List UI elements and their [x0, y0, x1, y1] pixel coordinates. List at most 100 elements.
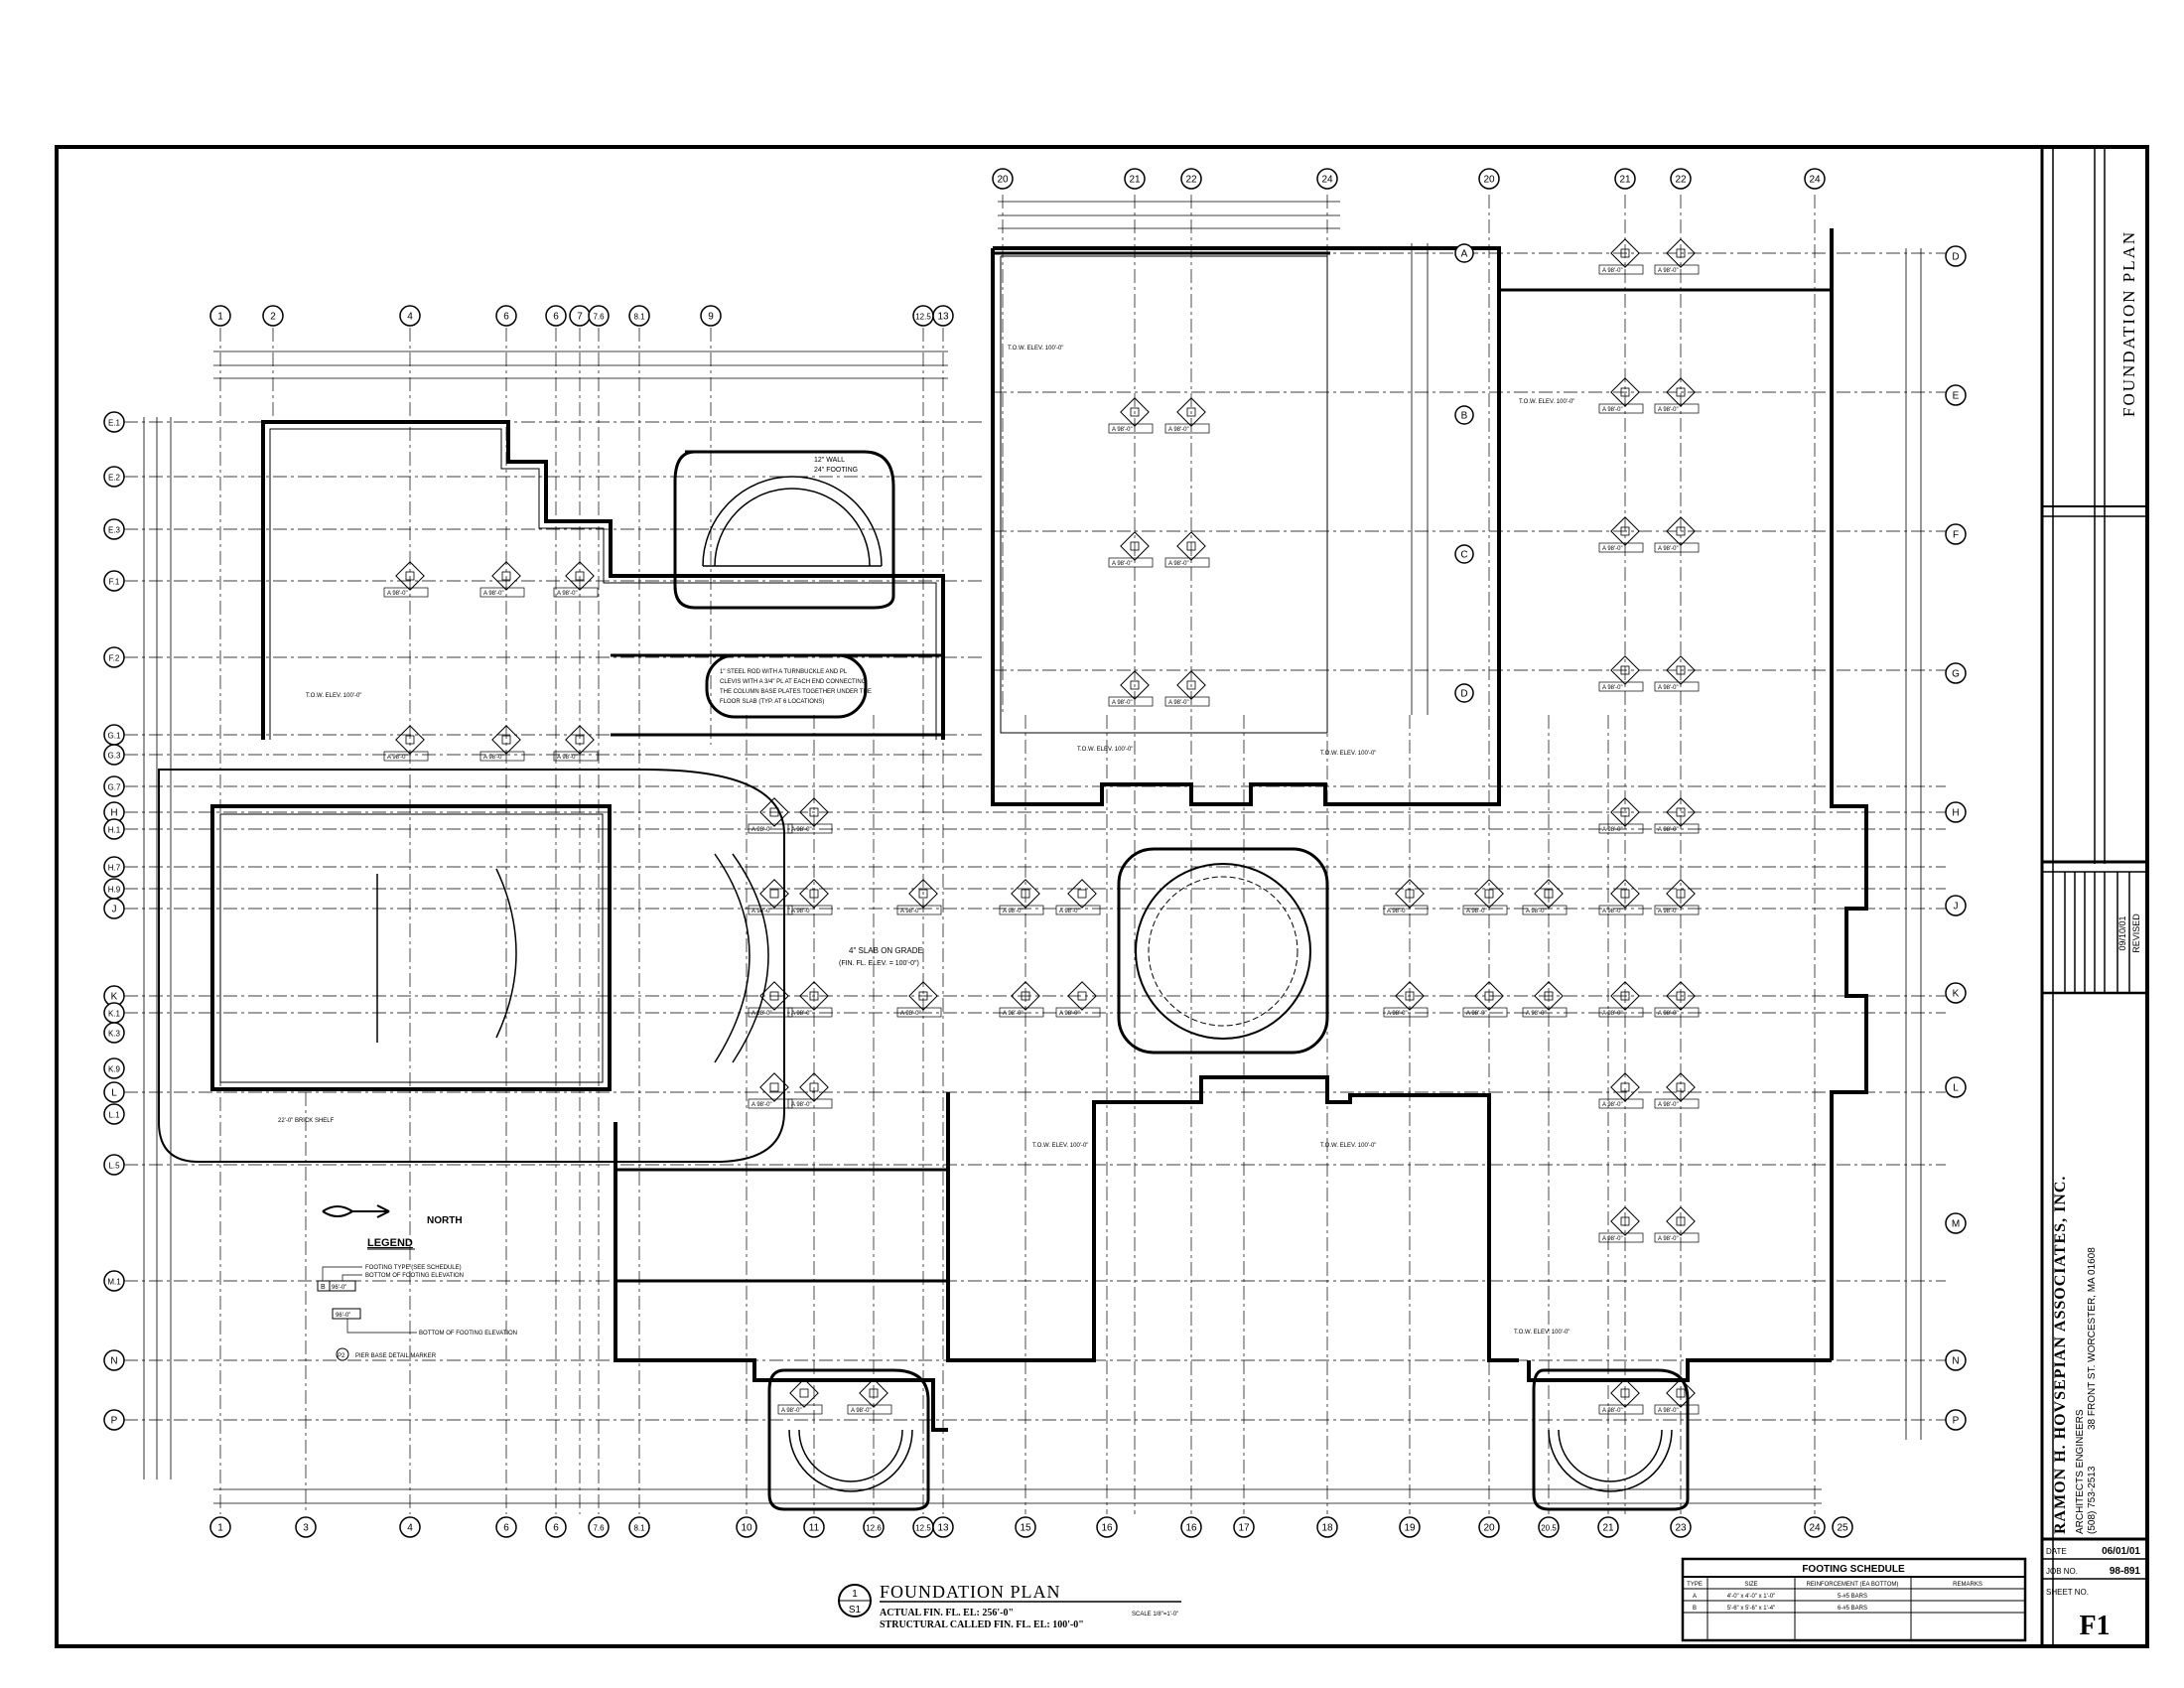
footing-marker: A 98'-0"	[1654, 879, 1700, 915]
foundation-walls	[158, 228, 1868, 1511]
footing-tag: A 98'-0"	[751, 909, 772, 914]
grid-bubble-inner: B	[1454, 405, 1474, 425]
footing-marker: A 98'-0"	[1598, 1206, 1644, 1243]
grid-bubble-left: P	[103, 1409, 125, 1431]
footing-marker: A 98'-0"	[1598, 655, 1644, 692]
grid-bubble-label: L.5	[108, 1162, 120, 1171]
grid-bubble-inner: A	[1454, 243, 1474, 263]
grid-bubble-label: 15	[1020, 1523, 1031, 1534]
footing-marker: A 98'-0"	[553, 561, 599, 598]
footing-tag: A 98'-0"	[751, 827, 772, 833]
footing-tag: A 98'-0"	[1602, 827, 1623, 833]
grid-bubble-label: 12.5	[915, 1524, 931, 1533]
firm-phone: (508) 753-2513	[2087, 1466, 2098, 1534]
svg-text:P2: P2	[338, 1353, 345, 1359]
grid-bubble-left: K.3	[103, 1022, 125, 1044]
grid-bubble-left: F.2	[103, 646, 125, 668]
footing-marker: A 98'-0"	[1598, 238, 1644, 275]
plan-scale: SCALE 1/8"=1'-0"	[1132, 1612, 1178, 1618]
footing-tag: A 98'-0"	[1466, 1011, 1487, 1017]
footing-tag: A 98'-0"	[851, 1408, 872, 1414]
grid-bubble-label: P	[1953, 1416, 1960, 1427]
footing-marker: A 98'-0"	[1598, 981, 1644, 1018]
footing-tag: A 98'-0"	[1602, 407, 1623, 413]
grid-bubble-label: 22	[1185, 175, 1197, 186]
footing-marker: A 98'-0"	[1164, 670, 1210, 707]
grid-bubble-label: E.1	[108, 419, 121, 428]
grid-bubble-label: 8.1	[633, 1524, 645, 1533]
footing-tag: A 98'-0"	[1602, 546, 1623, 552]
grid-bubble-label: 12.5	[915, 313, 931, 322]
footing-marker: A 98'-0"	[847, 1378, 892, 1415]
grid-bubble-label: D	[1460, 689, 1467, 700]
grid-bubble-top: 7	[569, 305, 591, 327]
schedule-header-remarks: REMARKS	[1953, 1582, 1982, 1588]
footing-tag: A 98'-0"	[483, 591, 504, 597]
grid-bubble-bottom: 6	[545, 1516, 567, 1538]
footing-marker: A 98'-0"	[787, 879, 833, 915]
grid-bubble-label: 20	[997, 175, 1009, 186]
plan-detail-number: 1	[852, 1589, 858, 1600]
footing-marker: A 98'-0"	[1598, 1378, 1644, 1415]
footing-tag: A 98'-0"	[751, 1102, 772, 1108]
grid-bubble-label: 7.6	[593, 1524, 605, 1533]
footing-tag: A 98'-0"	[1059, 1011, 1080, 1017]
schedule-header-type: TYPE	[1687, 1582, 1703, 1588]
grid-bubble-bottom: 24	[1804, 1516, 1826, 1538]
footing-tag: A 98'-0"	[781, 1408, 802, 1414]
grid-bubble-label: 2	[270, 312, 276, 323]
footing-marker: A 98'-0"	[1598, 377, 1644, 414]
grid-bubble-top: 8.1	[628, 305, 650, 327]
grid-bubble-label: 4	[407, 312, 413, 323]
footing-marker: A 98'-0"	[896, 981, 942, 1018]
tow-note-5: T.O.W. ELEV. 100'-0"	[1519, 399, 1574, 405]
grid-bubble-bottom: 10	[736, 1516, 757, 1538]
grid-bubble-bottom: 12.5	[912, 1516, 934, 1538]
dimension-strings	[143, 201, 1922, 1504]
legend: LEGEND B 96'-0" 96'-0" P2 FOOTING TYPE (…	[317, 1237, 517, 1361]
grid-bubble-bottom: 20	[1478, 1516, 1500, 1538]
sheet-title-vertical: FOUNDATION PLAN	[2119, 230, 2138, 417]
grid-bubble-label: N	[110, 1356, 117, 1367]
legend-title: LEGEND	[367, 1237, 413, 1249]
grid-bubble-label: 23	[1675, 1523, 1687, 1534]
grid-bubble-left: L.5	[103, 1154, 125, 1176]
grid-bubble-top: 21	[1124, 168, 1146, 190]
sheet-label: SHEET NO.	[2046, 1588, 2089, 1597]
grid-bubble-left: H.1	[103, 818, 125, 840]
legend-item-3: BOTTOM OF FOOTING ELEVATION	[419, 1331, 517, 1336]
grid-bubble-label: 13	[937, 312, 949, 323]
tow-note-4: T.O.W. ELEV. 100'-0"	[1320, 1143, 1376, 1149]
grid-bubble-right: J	[1945, 895, 1967, 916]
footing-marker: A 98'-0"	[383, 561, 429, 598]
grid-bubble-left: L	[103, 1081, 125, 1103]
tow-note-2: T.O.W. ELEV. 100'-0"	[1320, 751, 1376, 757]
footing-marker: A 98'-0"	[1654, 981, 1700, 1018]
grid-bubble-label: C	[1460, 550, 1467, 561]
firm-name: RAMON H. HOVSEPIAN ASSOCIATES, INC.	[2052, 1176, 2069, 1534]
grid-bubble-bottom: 3	[295, 1516, 317, 1538]
north-arrow: NORTH	[322, 1204, 463, 1226]
grid-bubble-label: 6	[503, 312, 509, 323]
grid-bubble-left: E.3	[103, 518, 125, 540]
tow-note-6: T.O.W. ELEV. 100'-0"	[1008, 346, 1063, 352]
footing-marker: A 98'-0"	[748, 981, 793, 1018]
footing-marker: A 98'-0"	[1654, 377, 1700, 414]
footing-tag: A 98'-0"	[1526, 1011, 1547, 1017]
column-footings: A 98'-0" A 98'-0" A 98'-0" A 98'-0" A 98'-0"…	[383, 238, 1700, 1415]
footing-tag: A 98'-0"	[557, 755, 578, 761]
footing-marker: A 98'-0"	[1055, 981, 1101, 1018]
grid-bubble-left: H.7	[103, 856, 125, 878]
grid-bubble-label: M.1	[107, 1278, 121, 1287]
grid-bubble-top: 9	[700, 305, 722, 327]
footing-marker: A 98'-0"	[553, 725, 599, 762]
grid-bubble-label: L.1	[108, 1111, 120, 1120]
grid-bubble-label: K.1	[108, 1010, 121, 1019]
footing-marker: A 98'-0"	[787, 1072, 833, 1109]
footing-marker: A 98'-0"	[896, 879, 942, 915]
footing-marker: A 98'-0"	[1654, 797, 1700, 834]
brick-shelf-note: 22'-0" BRICK SHELF	[278, 1118, 335, 1124]
grid-bubble-label: 20	[1483, 1523, 1495, 1534]
